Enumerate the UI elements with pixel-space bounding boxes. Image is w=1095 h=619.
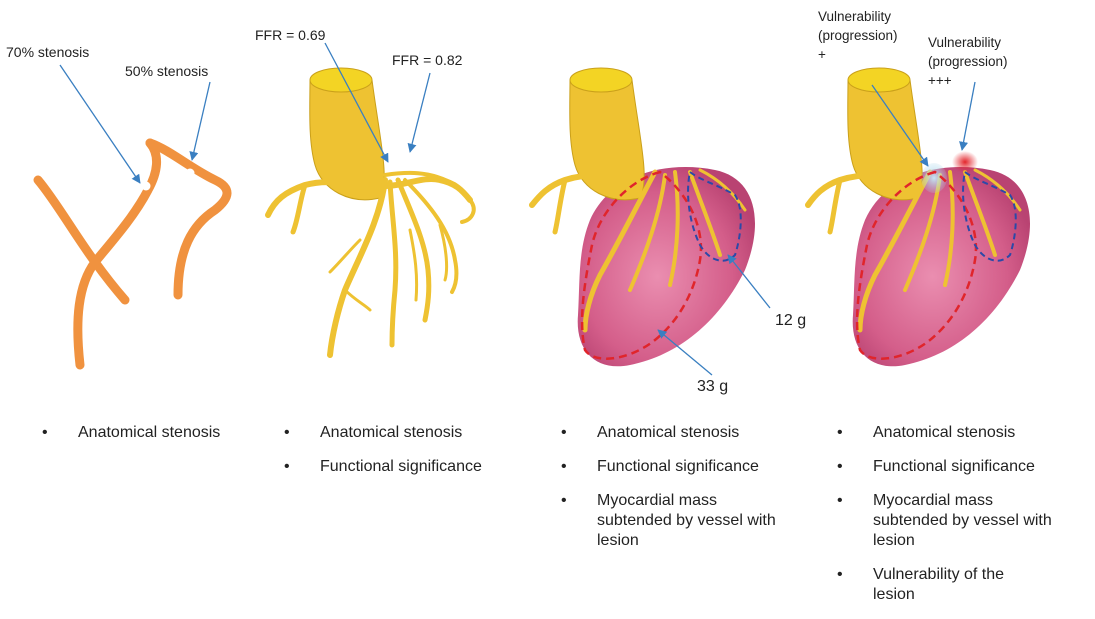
stenosis-50-marker xyxy=(186,169,195,178)
bullet-item: Anatomical stenosis xyxy=(278,423,528,443)
panel-4-bullets: Anatomical stenosis Functional significa… xyxy=(831,423,1071,619)
label-50-stenosis: 50% stenosis xyxy=(125,62,208,80)
panel-2-bullets: Anatomical stenosis Functional significa… xyxy=(278,423,528,491)
arrow-70 xyxy=(60,65,140,183)
label-vulnerability-plus: Vulnerability (progression) + xyxy=(818,7,900,64)
panel-3-heart xyxy=(532,68,770,375)
panel-1-schematic xyxy=(38,65,227,365)
label-70-stenosis: 70% stenosis xyxy=(6,43,89,61)
arrow-50 xyxy=(192,82,210,160)
bullet-item: Myocardial mass subtended by vessel with… xyxy=(555,491,780,551)
arrow-ffr-082 xyxy=(410,73,430,152)
panel-1-bullets: Anatomical stenosis xyxy=(36,423,246,457)
arrow-vuln-plusplusplus xyxy=(962,82,975,150)
bullet-item: Functional significance xyxy=(831,457,1071,477)
bullet-item: Anatomical stenosis xyxy=(831,423,1071,443)
bullet-item: Vulnerability of the lesion xyxy=(831,565,1013,605)
bullet-item: Functional significance xyxy=(278,457,528,477)
panel-2-coronary-tree xyxy=(268,43,474,355)
bullet-item: Anatomical stenosis xyxy=(36,423,246,443)
label-ffr-069: FFR = 0.69 xyxy=(255,26,325,44)
label-ffr-082: FFR = 0.82 xyxy=(392,51,462,69)
vessel-right xyxy=(150,143,227,295)
plaque-severe xyxy=(952,151,978,173)
stenosis-70-marker xyxy=(142,182,151,191)
bullet-item: Functional significance xyxy=(555,457,780,477)
bullet-item: Anatomical stenosis xyxy=(555,423,780,443)
bullet-item: Myocardial mass subtended by vessel with… xyxy=(831,491,1071,551)
panel-4-heart xyxy=(808,68,1030,366)
label-vulnerability-plusplusplus: Vulnerability (progression) +++ xyxy=(928,33,1030,90)
panel-3-bullets: Anatomical stenosis Functional significa… xyxy=(555,423,780,565)
label-33g: 33 g xyxy=(697,378,728,396)
label-12g: 12 g xyxy=(775,312,806,330)
